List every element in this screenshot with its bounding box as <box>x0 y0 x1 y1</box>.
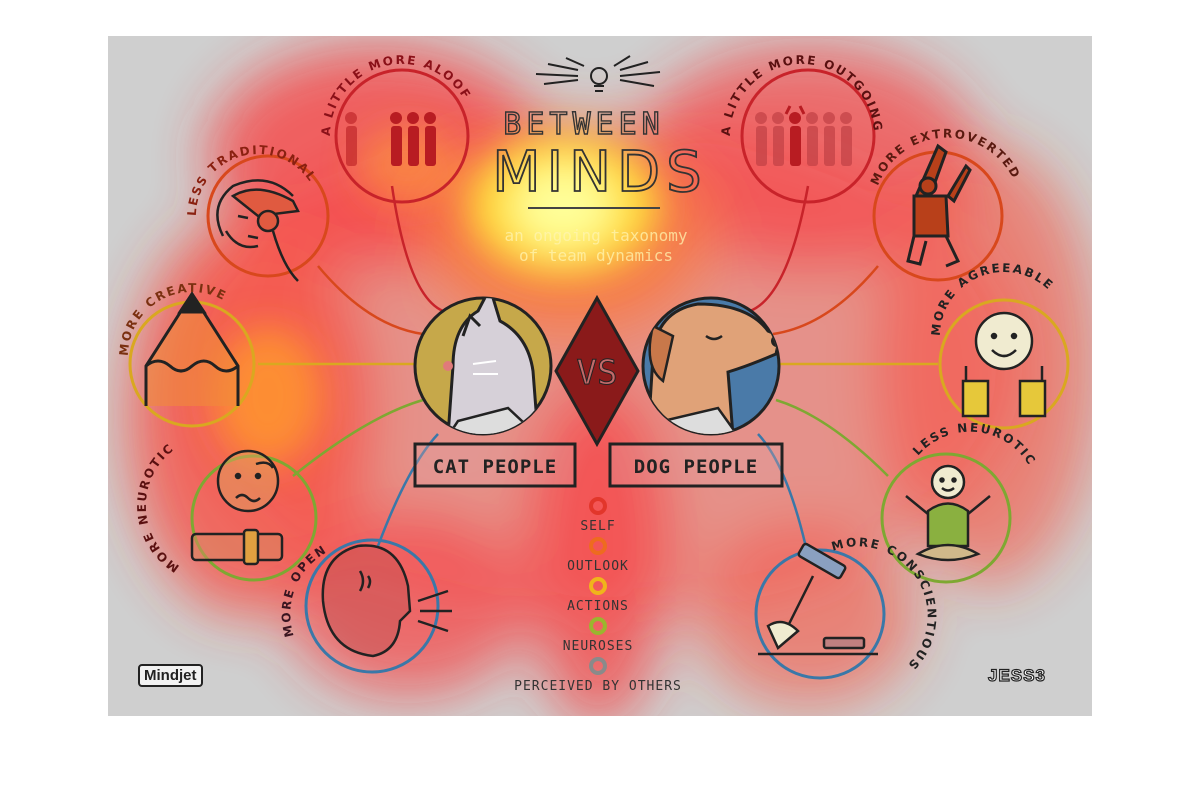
trait-creative: MORE CREATIVE <box>117 281 256 428</box>
dog-people-label: DOG PEOPLE <box>634 456 758 478</box>
meditating-person-icon <box>905 464 991 562</box>
connector-lines <box>258 185 938 557</box>
legend-dot <box>589 497 607 515</box>
people-group-icon <box>345 112 436 166</box>
mindjet-logo: Mindjet <box>138 664 203 687</box>
trait-neurotic: MORE NEUROTIC <box>135 440 318 582</box>
legend: SELF OUTLOOK ACTIONS NEUROSES PERCEIVED BY O… <box>514 497 682 694</box>
trait-outgoing: A LITTLE MORE OUTGOING <box>719 53 883 204</box>
cat-people-box <box>413 442 577 488</box>
shouting-face-icon <box>321 544 452 658</box>
jumping-person-icon <box>906 143 972 268</box>
lightbulb-icon <box>535 55 661 92</box>
legend-dot <box>589 657 607 675</box>
smiley-thumbs-up-icon <box>961 311 1047 418</box>
title-subtitle1: an ongoing taxonomy <box>504 226 687 245</box>
legend-dot <box>589 577 607 595</box>
legend-dot <box>589 617 607 635</box>
trait-agreeable: MORE AGREEABLE <box>929 261 1070 430</box>
legend-label: NEUROSES <box>563 639 634 654</box>
trait-traditional: LESS TRADITIONAL <box>185 143 330 282</box>
pencil-icon <box>144 291 240 406</box>
trait-conscientious: MORE CONSCIENTIOUS <box>754 535 937 680</box>
vs-diamond <box>554 294 640 448</box>
title-line1: BETWEEN <box>503 107 664 142</box>
cat-portrait <box>413 296 553 436</box>
svg-text:MORE NEUROTIC: MORE NEUROTIC <box>135 440 182 575</box>
headphones-icon <box>216 179 300 282</box>
people-cheering-icon <box>755 105 852 166</box>
gavel-icon <box>758 542 878 656</box>
worried-face-icon <box>190 449 284 566</box>
trait-extroverted: MORE EXTROVERTED <box>868 127 1021 282</box>
jess3-logo: JESS3 <box>987 665 1046 685</box>
mind-map: BETWEEN MINDS an ongoing taxonomy of tea… <box>117 53 1070 694</box>
legend-label: OUTLOOK <box>567 559 629 574</box>
legend-label: ACTIONS <box>567 599 629 614</box>
legend-label: SELF <box>580 519 615 534</box>
poster: BETWEEN MINDS an ongoing taxonomy of tea… <box>108 36 1092 716</box>
trait-open: MORE OPEN <box>279 538 452 674</box>
dog-people-box <box>608 442 784 488</box>
trait-aloof: A LITTLE MORE ALOOF <box>319 53 472 204</box>
legend-dot <box>589 537 607 555</box>
cat-people-label: CAT PEOPLE <box>433 456 557 478</box>
legend-label: PERCEIVED BY OTHERS <box>514 679 682 694</box>
vs-label: VS <box>577 353 618 393</box>
trait-neurotic-label: MORE NEUROTIC <box>135 440 180 575</box>
title-subtitle2: of team dynamics <box>519 246 673 265</box>
title-line2: MINDS <box>492 140 707 205</box>
dog-portrait <box>641 296 781 436</box>
